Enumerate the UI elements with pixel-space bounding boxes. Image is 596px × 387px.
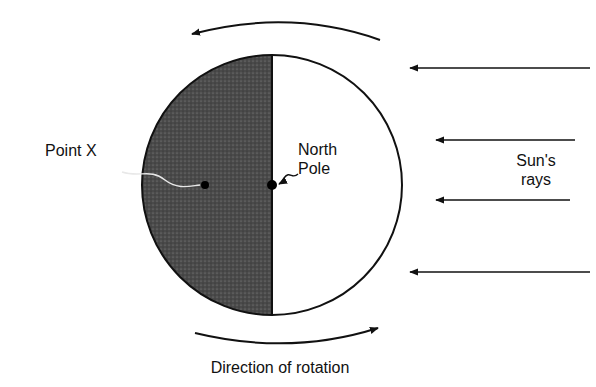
point-label: North Pole: [298, 140, 350, 178]
leader-line: [122, 172, 200, 187]
sun-ray: [436, 139, 575, 141]
point-x-dot: [201, 181, 209, 189]
north-pole-dot: [267, 180, 277, 190]
rotation-arrow: [192, 22, 380, 40]
night-side: [142, 55, 272, 315]
sun-rays-label: Sun's rays: [505, 151, 567, 189]
sun-ray: [410, 67, 590, 69]
rotation-label: Direction of rotation: [170, 358, 390, 377]
leader-arrow: [279, 174, 298, 184]
earth-outline: [142, 55, 402, 315]
sun-ray: [410, 271, 590, 273]
point-label: Point X: [45, 141, 125, 160]
rotation-arrow: [195, 328, 378, 343]
sun-ray: [436, 199, 570, 201]
